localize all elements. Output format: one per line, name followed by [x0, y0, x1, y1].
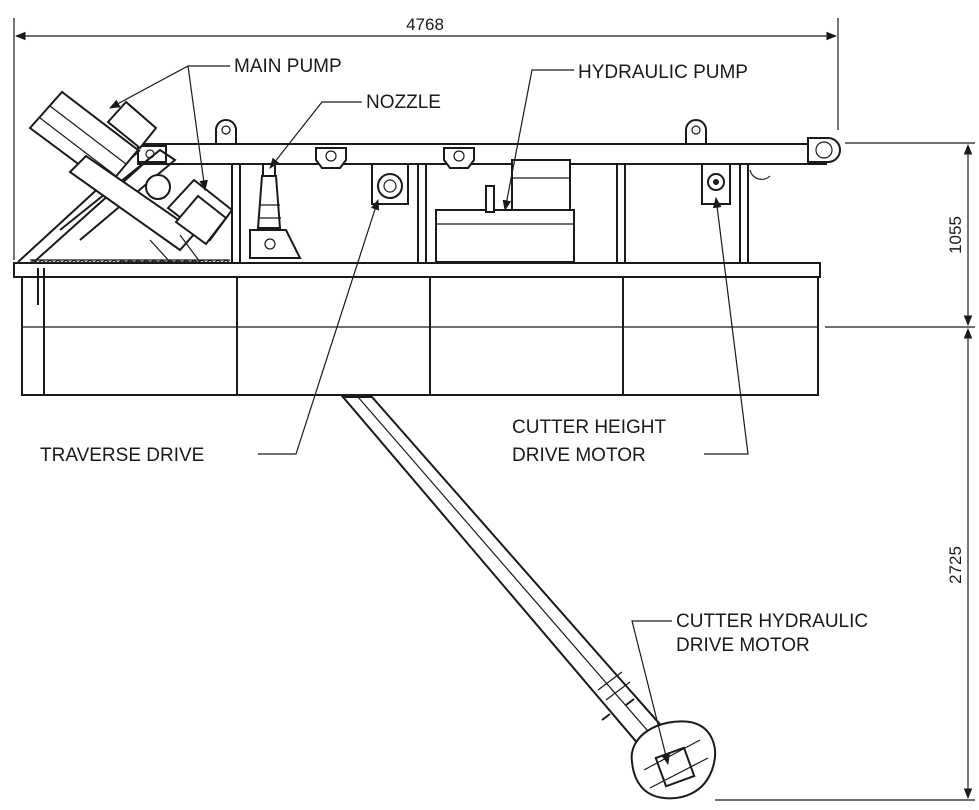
label-main-pump: MAIN PUMP: [234, 56, 342, 77]
upper-height-value: 1055: [946, 216, 965, 254]
label-cutter-hydraulic-line1: CUTTER HYDRAULIC: [676, 611, 868, 632]
height-dimensions: 1055 2725: [715, 142, 975, 801]
callout-labels: MAIN PUMP NOZZLE HYDRAULIC PUMP TRAVERSE…: [40, 56, 868, 656]
lower-depth-value: 2725: [946, 546, 965, 584]
traverse-drive: [371, 163, 409, 205]
nozzle: [249, 163, 302, 259]
leader-lines: [109, 65, 749, 766]
cutter-head: [630, 720, 716, 800]
hydraulic-pump-unit: [435, 159, 575, 263]
label-nozzle: NOZZLE: [366, 92, 441, 113]
label-cutter-height-line2: DRIVE MOTOR: [512, 445, 646, 466]
label-cutter-hydraulic-line2: DRIVE MOTOR: [676, 635, 810, 656]
pontoon-hull: [13, 262, 821, 396]
label-cutter-height-line1: CUTTER HEIGHT: [512, 417, 667, 438]
lifting-eyes: [215, 119, 707, 145]
overall-length-dimension: 4768: [13, 15, 839, 260]
label-hydraulic-pump: HYDRAULIC PUMP: [578, 62, 748, 83]
overall-length-value: 4768: [406, 15, 444, 34]
label-traverse-drive: TRAVERSE DRIVE: [40, 445, 204, 466]
main-pump-assembly: [17, 90, 234, 263]
